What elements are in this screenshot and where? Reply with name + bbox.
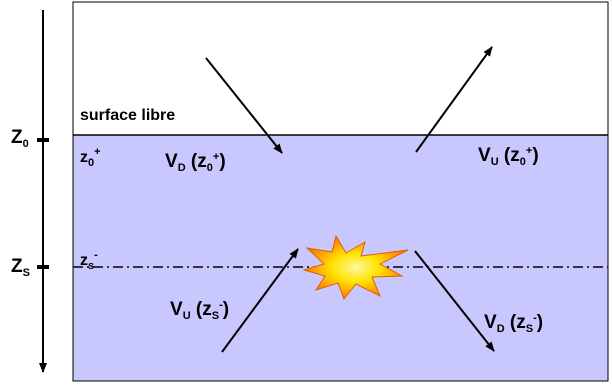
zs-minus-label: zs- — [80, 249, 98, 272]
z0-axis-label: Z0 — [11, 127, 29, 150]
downgoing-arrow-source — [414, 250, 495, 352]
upgoing-arrow-reflected — [415, 46, 493, 153]
vd-z0-label: VD (z0+) — [165, 151, 226, 174]
upgoing-arrow-source — [221, 248, 299, 353]
vd-zs-label: VD (zS-) — [484, 312, 544, 335]
zs-axis-label: ZS — [11, 256, 30, 279]
vu-zs-label: VU (zS-) — [170, 299, 230, 322]
vu-z0-label: VU (z0+) — [478, 145, 539, 168]
z0-plus-label: z0+ — [80, 146, 101, 169]
downgoing-arrow-incident — [205, 57, 283, 154]
air-region — [72, 1, 609, 136]
explosion-icon — [302, 234, 409, 300]
surface-libre-label: surface libre — [80, 107, 176, 124]
